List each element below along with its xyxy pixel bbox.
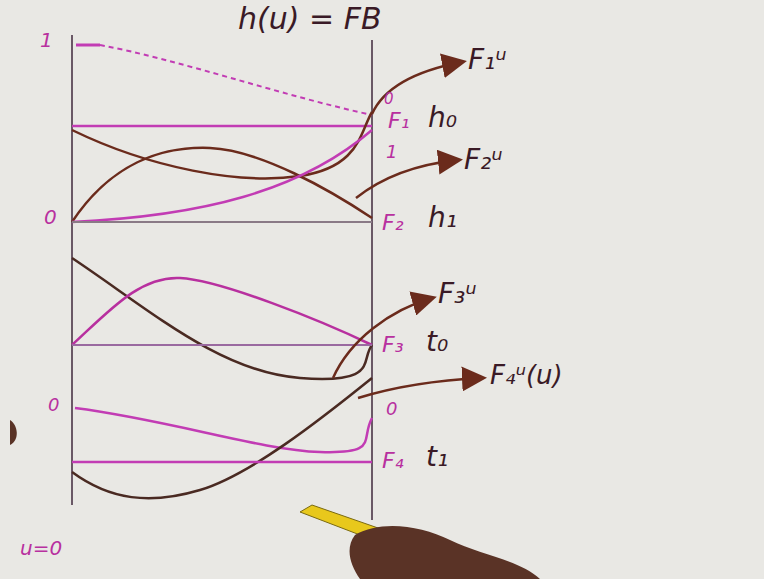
axis-label: u=0 (20, 538, 62, 558)
basis-label: h₀ (428, 104, 457, 132)
function-label: F₂ᵘ (464, 146, 503, 174)
function-label: F₂ (382, 212, 403, 234)
axis-value: 0 (384, 92, 394, 107)
title: h(u) = FB (238, 4, 381, 34)
axis-value: 1 (40, 30, 53, 50)
function-label: F₃ (382, 334, 403, 356)
function-label: F₃ᵘ (438, 280, 477, 308)
function-label: F₁ (388, 110, 409, 132)
axis-value: 0 (386, 400, 397, 418)
function-label: F₄ᵘ(u) (490, 362, 563, 388)
basis-label: t₀ (426, 328, 448, 356)
function-label: F₁ᵘ (468, 46, 507, 74)
basis-label: t₁ (426, 443, 448, 471)
axis-value: 0 (48, 396, 59, 414)
basis-label: h₁ (428, 204, 457, 232)
axis-value: 0 (44, 207, 57, 227)
axis-value: 1 (386, 143, 397, 161)
function-label: F₄ (382, 450, 403, 472)
